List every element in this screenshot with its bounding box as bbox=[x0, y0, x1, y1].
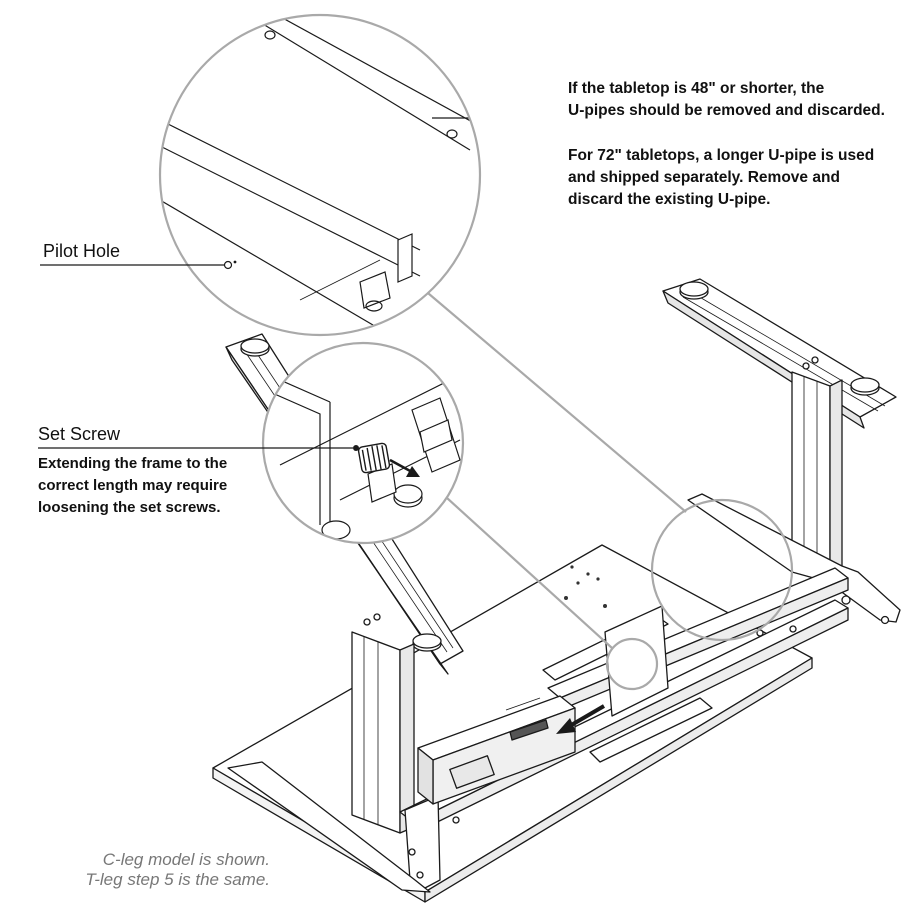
set-screw-detail-frame bbox=[261, 341, 465, 545]
long-tabletop-note-line3: discard the existing U-pipe. bbox=[568, 191, 771, 208]
model-caption-line2: T-leg step 5 is the same. bbox=[85, 870, 270, 889]
set-screw-leader bbox=[38, 445, 359, 451]
pilot-hole-detail-view bbox=[160, 15, 480, 335]
long-tabletop-note-line2: and shipped separately. Remove and bbox=[568, 169, 840, 186]
loosen-arrow-icon bbox=[389, 458, 420, 477]
short-tabletop-note: If the tabletop is 48" or shorter, the U… bbox=[568, 78, 885, 122]
left-leg-column bbox=[351, 631, 415, 834]
right-foot bbox=[662, 278, 897, 429]
frame-rails bbox=[227, 493, 901, 893]
long-tabletop-note: For 72" tabletops, a longer U-pipe is us… bbox=[568, 145, 874, 211]
tabletop-pilot-holes bbox=[564, 565, 607, 608]
set-screw-icon bbox=[357, 442, 391, 474]
pilot-hole-detail-frame bbox=[158, 13, 482, 337]
pilot-hole-label: Pilot Hole bbox=[43, 241, 121, 261]
short-tabletop-note-line1: If the tabletop is 48" or shorter, the bbox=[568, 80, 825, 97]
short-tabletop-note-line2: U-pipes should be removed and discarded. bbox=[568, 102, 885, 119]
callout-connectors bbox=[421, 287, 687, 649]
set-screw-label: Set Screw bbox=[38, 424, 121, 444]
control-box bbox=[417, 695, 576, 805]
callout-target-circles bbox=[605, 498, 794, 691]
model-caption-line1: C-leg model is shown. bbox=[102, 850, 270, 869]
set-screw-note-line2: correct length may require bbox=[38, 477, 228, 494]
set-screw-note: Extending the frame to the correct lengt… bbox=[38, 453, 227, 519]
extend-direction-arrow bbox=[556, 704, 606, 734]
set-screw-note-line1: Extending the frame to the bbox=[38, 455, 228, 472]
set-screw-note-line3: loosening the set screws. bbox=[38, 499, 221, 516]
long-tabletop-note-line1: For 72" tabletops, a longer U-pipe is us… bbox=[568, 147, 875, 164]
set-screw-detail-view bbox=[263, 343, 463, 543]
pilot-hole-leader bbox=[40, 260, 237, 270]
model-caption: C-leg model is shown. T-leg step 5 is th… bbox=[85, 850, 270, 890]
